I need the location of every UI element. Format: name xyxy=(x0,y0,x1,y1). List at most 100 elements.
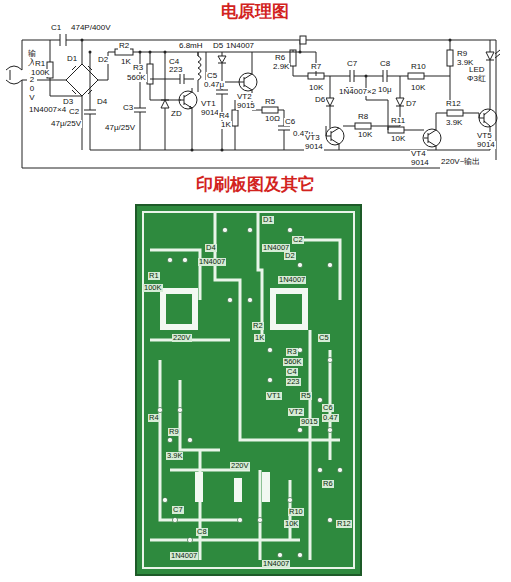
pcb-label: R2 xyxy=(252,322,264,330)
component-label: R1 xyxy=(34,60,46,68)
solder-pad xyxy=(187,537,192,542)
solder-pad xyxy=(257,517,262,522)
component-label: R9 xyxy=(456,50,468,58)
pcb-label: R1 xyxy=(148,272,160,280)
solder-pad xyxy=(167,257,172,262)
solder-pad xyxy=(327,517,332,522)
component-label: D3 xyxy=(62,98,74,106)
component-label: D6 xyxy=(314,96,326,104)
pcb-label: 100K xyxy=(143,284,163,292)
pcb-label: C6 xyxy=(322,404,334,412)
solder-pad xyxy=(247,227,252,232)
component-label: D4 xyxy=(96,98,108,106)
component-label: Φ3红 xyxy=(466,75,487,83)
pcb-label: R6 xyxy=(322,480,334,488)
pcb-label: C5 xyxy=(318,334,330,342)
component-label: 9014 xyxy=(410,159,430,167)
component-label: C4 xyxy=(168,58,180,66)
pcb-label: 220V xyxy=(230,462,250,470)
solder-pad xyxy=(327,262,332,267)
component-label: C2 xyxy=(68,108,80,116)
component-label: R12 xyxy=(445,100,462,108)
component-label: C3 xyxy=(122,104,134,112)
component-label: VT3 xyxy=(304,134,321,142)
solder-pad xyxy=(297,552,302,557)
solder-pad xyxy=(187,437,192,442)
solder-pad xyxy=(162,497,167,502)
solder-pad xyxy=(337,467,342,472)
component-label: R3 xyxy=(132,64,144,72)
component-label: R8 xyxy=(357,113,369,121)
component-label: 9014 xyxy=(476,141,496,149)
component-label: 10K xyxy=(308,84,324,92)
pcb-label: 1N4007 xyxy=(262,560,290,568)
solder-pad xyxy=(267,347,272,352)
component-label: 1K xyxy=(220,121,232,129)
pcb-label: R5 xyxy=(300,392,312,400)
solder-pad xyxy=(237,517,242,522)
component-label: 10μ xyxy=(377,86,393,94)
pcb-label: VT1 xyxy=(266,392,282,400)
solder-pad xyxy=(287,227,292,232)
pcb-label: C4 xyxy=(286,368,298,376)
pcb-label: VT2 xyxy=(288,408,304,416)
diagram-title: 电原理图 xyxy=(220,3,290,20)
component-label: VT1 xyxy=(200,100,217,108)
component-label: 47μ/25V xyxy=(50,120,82,128)
solder-pad xyxy=(327,427,332,432)
component-label: C7 xyxy=(346,60,358,68)
component-label: 3.9K xyxy=(445,119,463,127)
component-label: D7 xyxy=(405,100,417,108)
pcb-label: 9015 xyxy=(300,418,319,426)
pcb-label: 1N4007 xyxy=(278,276,306,284)
component-label: R4 xyxy=(218,112,230,120)
solder-pad xyxy=(172,517,177,522)
solder-pad xyxy=(317,397,322,402)
solder-pad xyxy=(327,357,332,362)
pcb-label: R9 xyxy=(168,428,180,436)
solder-pad xyxy=(297,347,302,352)
component-label: VT2 xyxy=(236,93,253,101)
component-label: C8 xyxy=(379,60,391,68)
pcb-label: 1N4007 xyxy=(262,244,290,252)
component-label: 9014 xyxy=(200,109,220,117)
component-label: 1N4007 xyxy=(225,42,255,50)
component-label: C1 xyxy=(50,24,62,32)
pcb-label: 223 xyxy=(286,378,301,386)
component-label: 10Ω xyxy=(264,115,281,123)
pcb-label: 3.9K xyxy=(166,452,183,460)
component-label: R7 xyxy=(310,63,322,71)
pcb-label: R4 xyxy=(148,414,160,422)
component-label: R5 xyxy=(264,98,276,106)
solder-pad xyxy=(247,297,252,302)
pcb-label: R10 xyxy=(288,508,304,516)
solder-pad xyxy=(267,377,272,382)
component-label: 1N4007×4 xyxy=(28,106,67,114)
pcb-label: 220V xyxy=(172,334,192,342)
solder-pad xyxy=(222,227,227,232)
solder-pad xyxy=(227,297,232,302)
solder-pad xyxy=(287,497,292,502)
component-label: C5 xyxy=(206,72,218,80)
pcb-label: D2 xyxy=(284,252,296,260)
component-label: C6 xyxy=(284,118,296,126)
component-label: 9015 xyxy=(236,102,256,110)
pcb-label: R3 xyxy=(286,348,298,356)
component-label: LED xyxy=(468,66,486,74)
component-label: 9014 xyxy=(304,143,324,151)
component-label: R6 xyxy=(274,54,286,62)
solder-pad xyxy=(297,262,302,267)
pcb-label: C7 xyxy=(172,506,184,514)
pcb-label: 1N4007 xyxy=(198,258,226,266)
component-label: 47μ/25V xyxy=(104,124,136,132)
component-label: R2 xyxy=(118,42,130,50)
component-label: R10 xyxy=(410,63,427,71)
solder-pad xyxy=(177,407,182,412)
component-label: 6.8mH xyxy=(178,42,204,50)
pcb-label: D1 xyxy=(262,216,274,224)
pcb-label: 1K xyxy=(254,334,265,342)
solder-pad xyxy=(277,552,282,557)
component-label: VT5 xyxy=(476,132,493,140)
pcb-label: R12 xyxy=(336,520,352,528)
